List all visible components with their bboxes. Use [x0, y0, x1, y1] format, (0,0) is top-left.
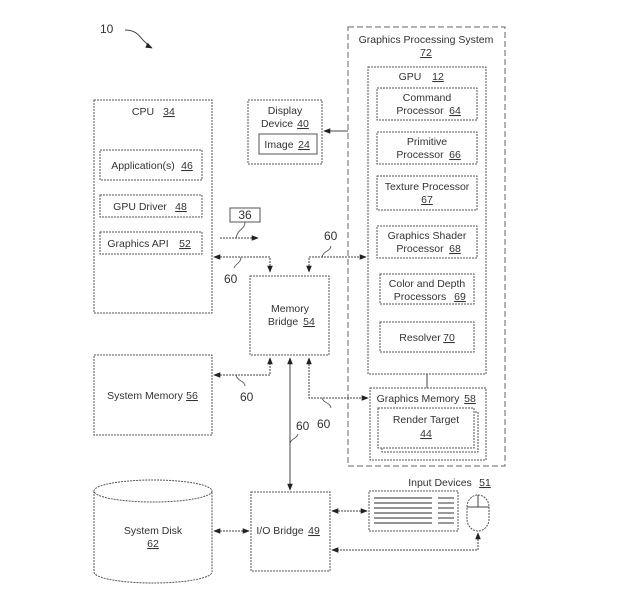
memory-bridge-line2: Bridge [268, 316, 299, 328]
cpu-label: CPU [132, 106, 154, 118]
display-device-num: 40 [297, 118, 309, 130]
color-depth-line1: Color and Depth [389, 278, 466, 290]
cpu-bus-leader [233, 256, 242, 269]
display-device-line1: Display [268, 105, 303, 117]
cpu-bus-line [213, 254, 273, 273]
system-disk-label: System Disk [124, 525, 183, 537]
cpu-bus-ref: 60 [224, 272, 238, 286]
color-depth-num: 69 [454, 291, 466, 303]
shader-processor-line2: Processor [396, 243, 444, 255]
gpu-driver-num: 48 [175, 201, 187, 213]
image-label: Image [264, 139, 293, 151]
system-disk-num: 62 [147, 538, 159, 550]
graphics-memory-num: 58 [464, 393, 476, 405]
graphics-api-num: 52 [179, 238, 191, 250]
shader-processor-box [376, 225, 478, 259]
cpu-num: 34 [163, 106, 175, 118]
color-depth-box [379, 273, 475, 305]
image-num: 24 [298, 139, 310, 151]
keyboard-icon [368, 490, 459, 532]
gpu-label: GPU [399, 71, 422, 83]
mouse-icon [466, 494, 490, 532]
io-bus-leader [289, 433, 299, 446]
input-devices-num: 51 [479, 477, 491, 489]
graphics-processing-system-box [347, 26, 506, 467]
gps-bus-line [306, 254, 367, 273]
graphics-processing-system-label: Graphics Processing System [359, 34, 494, 46]
resolver-label: Resolver [399, 332, 441, 344]
gpu-driver-label: GPU Driver [113, 201, 167, 213]
signal-ref-leader [235, 221, 246, 239]
command-processor-line1: Command [403, 92, 452, 104]
command-processor-line2: Processor [396, 105, 444, 117]
io-bridge-box [250, 491, 331, 572]
graphics-memory-bus-line [306, 357, 369, 401]
memory-bridge-num: 54 [303, 316, 315, 328]
system-memory-label: System Memory [107, 390, 184, 402]
figure-ref: 10 [100, 22, 114, 36]
primitive-processor-line1: Primitive [407, 136, 447, 148]
system-memory-bus-ref: 60 [240, 390, 254, 404]
display-device-line2: Device [261, 118, 293, 130]
command-processor-box [376, 87, 478, 121]
shader-processor-num: 68 [449, 243, 461, 255]
render-target-box [377, 407, 475, 449]
resolver-num: 70 [443, 332, 455, 344]
texture-processor-box [376, 175, 478, 211]
system-memory-num: 56 [186, 390, 198, 402]
command-processor-num: 64 [449, 105, 461, 117]
figure-ref-arrow [124, 29, 153, 49]
graphics-api-box [99, 231, 203, 255]
image-box [258, 133, 318, 155]
graphics-memory-bus-ref: 60 [317, 417, 331, 431]
system-memory-bus-line [213, 357, 273, 378]
texture-processor-line1: Texture Processor [385, 181, 470, 193]
graphics-memory-label: Graphics Memory [377, 393, 461, 405]
applications-num: 46 [181, 160, 193, 172]
gps-bus-leader [321, 245, 332, 258]
gpu-num: 12 [432, 71, 444, 83]
gps-bus-ref: 60 [324, 229, 338, 243]
memory-bridge-line1: Memory [271, 303, 310, 315]
texture-processor-num: 67 [421, 194, 433, 206]
primitive-processor-num: 66 [449, 149, 461, 161]
system-disk-top [93, 479, 213, 503]
io-bridge-num: 49 [308, 525, 320, 537]
io-bus-ref: 60 [296, 419, 310, 433]
system-disk-cylinder [93, 491, 213, 584]
applications-box [99, 149, 203, 181]
system-memory-bus-leader [235, 374, 246, 387]
primitive-processor-box [376, 131, 478, 165]
color-depth-line2: Processors [394, 291, 447, 303]
signal-ref-label: 36 [238, 208, 252, 222]
mouse-io-arrow [331, 532, 481, 553]
gpu-driver-box [99, 194, 203, 218]
resolver-box [379, 321, 475, 353]
primitive-processor-line2: Processor [396, 149, 444, 161]
graphics-processing-system-num: 72 [420, 47, 432, 59]
memory-bridge-box [249, 275, 330, 356]
input-devices-label: Input Devices [408, 477, 472, 489]
render-target-num: 44 [420, 428, 432, 440]
applications-label: Application(s) [111, 160, 175, 172]
io-bridge-label: I/O Bridge [256, 525, 303, 537]
graphics-api-label: Graphics API [107, 238, 168, 250]
render-target-label: Render Target [393, 414, 459, 426]
shader-processor-line1: Graphics Shader [388, 230, 467, 242]
system-memory-box [93, 354, 213, 436]
graphics-memory-bus-leader [321, 397, 332, 409]
